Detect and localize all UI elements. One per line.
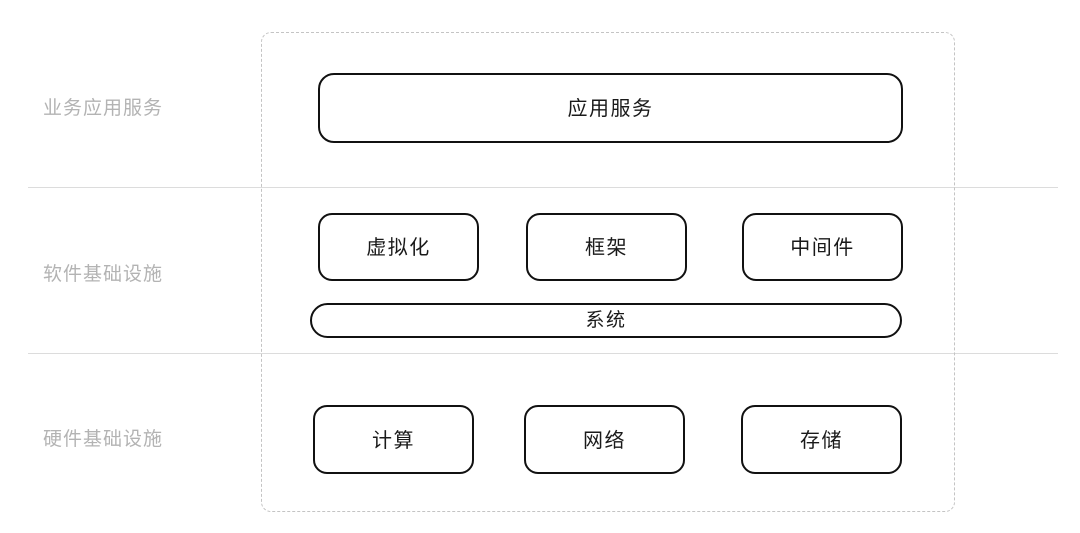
layer-divider-lower [28, 353, 1058, 354]
node-network[interactable]: 网络 [524, 405, 685, 474]
node-storage[interactable]: 存储 [741, 405, 902, 474]
node-virtualization[interactable]: 虚拟化 [318, 213, 479, 281]
layer-label-software-infrastructure: 软件基础设施 [43, 263, 164, 285]
layer-label-business-application-service: 业务应用服务 [43, 97, 164, 119]
node-compute[interactable]: 计算 [313, 405, 474, 474]
node-framework[interactable]: 框架 [526, 213, 687, 281]
layer-divider-upper [28, 187, 1058, 188]
node-app-service[interactable]: 应用服务 [318, 73, 903, 143]
node-middleware[interactable]: 中间件 [742, 213, 903, 281]
node-system[interactable]: 系统 [310, 303, 902, 338]
layer-label-hardware-infrastructure: 硬件基础设施 [43, 428, 164, 450]
